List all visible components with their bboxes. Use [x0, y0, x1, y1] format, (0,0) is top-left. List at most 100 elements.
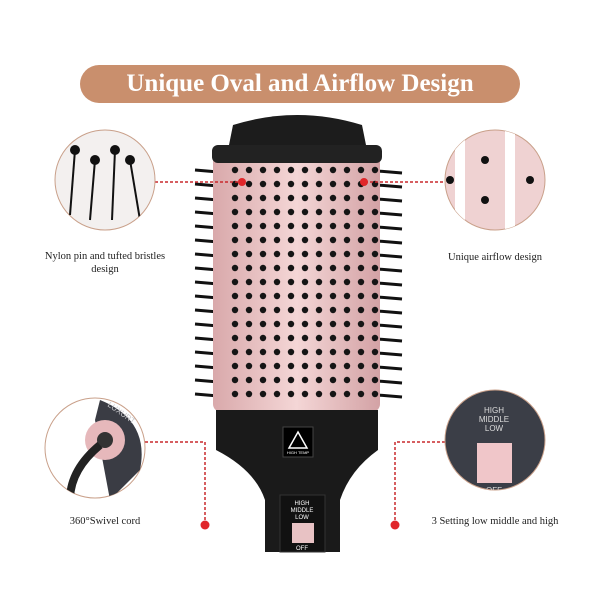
pin — [357, 390, 365, 398]
pin — [315, 166, 323, 174]
pin — [287, 236, 295, 244]
pin — [371, 390, 379, 398]
pin — [231, 334, 239, 342]
pin — [245, 180, 253, 188]
pin — [371, 250, 379, 258]
pin — [231, 306, 239, 314]
pin — [343, 348, 351, 356]
pin — [329, 334, 337, 342]
pin — [301, 180, 309, 188]
pin — [343, 166, 351, 174]
pin — [245, 236, 253, 244]
pin — [273, 194, 281, 202]
pin — [315, 278, 323, 286]
pin — [231, 264, 239, 272]
pin — [371, 222, 379, 230]
pin — [245, 390, 253, 398]
setting-low: LOW — [485, 424, 504, 433]
pin — [371, 348, 379, 356]
pin — [315, 390, 323, 398]
pin — [273, 166, 281, 174]
pin — [315, 306, 323, 314]
pin — [357, 222, 365, 230]
pin — [343, 390, 351, 398]
pin — [259, 390, 267, 398]
pin — [301, 222, 309, 230]
pin — [259, 292, 267, 300]
pin — [371, 376, 379, 384]
pin — [231, 362, 239, 370]
pin — [287, 362, 295, 370]
pin — [273, 334, 281, 342]
pin — [329, 362, 337, 370]
pin — [287, 222, 295, 230]
pin — [329, 250, 337, 258]
pin — [231, 348, 239, 356]
pin — [357, 278, 365, 286]
pin — [343, 194, 351, 202]
pin — [231, 250, 239, 258]
pin — [245, 194, 253, 202]
pin — [357, 264, 365, 272]
pin — [301, 236, 309, 244]
pin — [231, 208, 239, 216]
pin — [287, 306, 295, 314]
detail-cord-circle: LUXURT — [44, 397, 146, 499]
brush-barrel — [213, 150, 380, 412]
pin — [245, 334, 253, 342]
pin — [315, 292, 323, 300]
pin — [245, 208, 253, 216]
pin — [329, 166, 337, 174]
pin — [245, 250, 253, 258]
pin — [301, 166, 309, 174]
pin — [371, 306, 379, 314]
pin — [301, 348, 309, 356]
pin — [301, 334, 309, 342]
pin — [259, 194, 267, 202]
pin — [329, 208, 337, 216]
pin — [273, 264, 281, 272]
pin — [287, 250, 295, 258]
pin — [315, 348, 323, 356]
pin — [231, 292, 239, 300]
feature-label-cord: 360°Swivel cord — [69, 516, 141, 527]
pin — [357, 376, 365, 384]
setting-high: HIGH — [484, 406, 504, 415]
pin — [315, 250, 323, 258]
pin — [259, 362, 267, 370]
pin — [329, 292, 337, 300]
pin — [329, 306, 337, 314]
pin — [301, 278, 309, 286]
pin — [259, 180, 267, 188]
pin — [343, 278, 351, 286]
pin — [329, 320, 337, 328]
pin — [357, 292, 365, 300]
pin — [231, 376, 239, 384]
pin — [343, 376, 351, 384]
pin — [273, 208, 281, 216]
brush-handle — [216, 410, 378, 552]
pin — [371, 320, 379, 328]
pin — [343, 306, 351, 314]
pin — [371, 362, 379, 370]
pin — [371, 208, 379, 216]
pin — [371, 166, 379, 174]
pin — [273, 278, 281, 286]
pin — [357, 320, 365, 328]
pin — [259, 320, 267, 328]
pin — [343, 264, 351, 272]
pin — [287, 348, 295, 356]
pin — [301, 306, 309, 314]
pin — [259, 376, 267, 384]
pin — [259, 250, 267, 258]
pin — [259, 348, 267, 356]
pin — [315, 194, 323, 202]
pin — [259, 334, 267, 342]
heat-switch[interactable] — [292, 523, 314, 543]
pin — [287, 292, 295, 300]
pin — [273, 180, 281, 188]
pin — [315, 208, 323, 216]
pin — [343, 222, 351, 230]
pin — [315, 334, 323, 342]
